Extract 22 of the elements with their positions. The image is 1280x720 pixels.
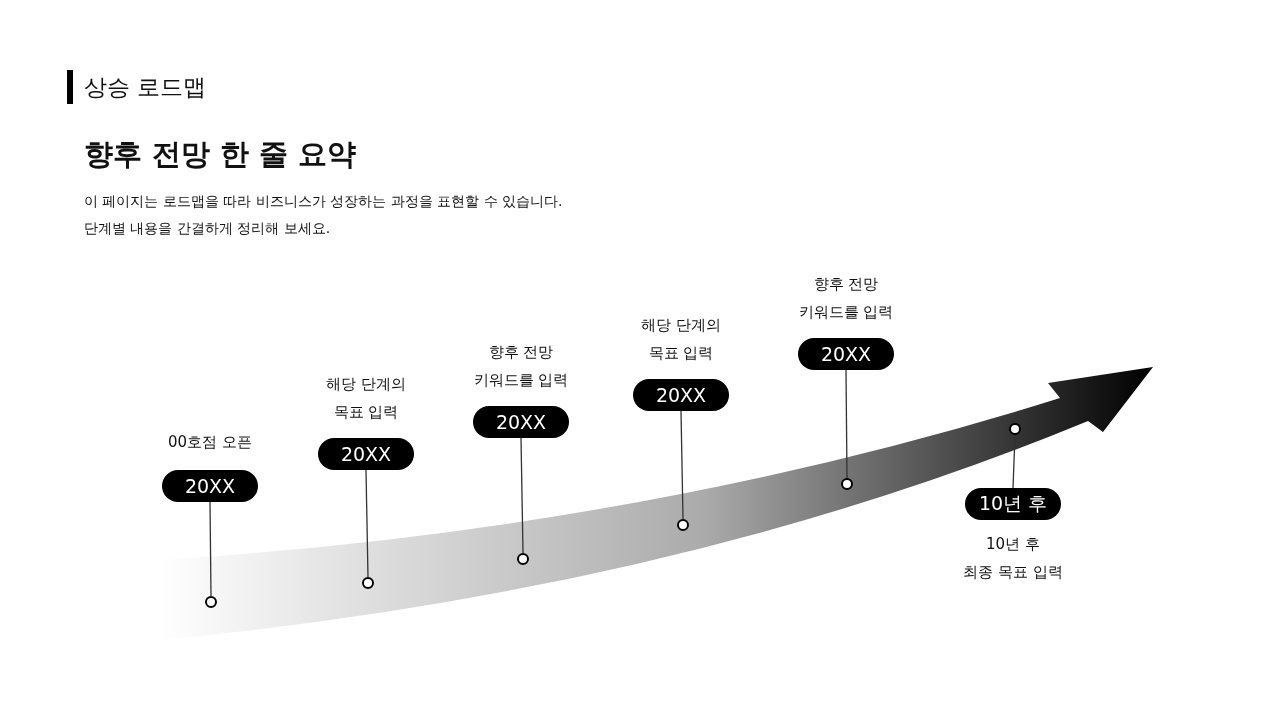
year-pill: 20XX [473,406,569,438]
description-text: 단계별 내용을 간결하게 정리해 보세요. [84,219,331,238]
milestone-note: 최종 목표 입력 [962,562,1064,583]
leader-line [520,437,524,554]
leader-line [365,469,369,578]
milestone-note: 향후 전망 키워드를 입력 [797,274,895,323]
milestone-note: 해당 단계의 목표 입력 [325,374,407,423]
page-title: 향후 전망 한 줄 요약 [84,136,357,173]
section-heading: 상승 로드맵 [84,73,207,102]
milestone-note: 10년 후 [985,534,1041,555]
year-pill: 10년 후 [965,488,1061,520]
description-text: 이 페이지는 로드맵을 따라 비즈니스가 성장하는 과정을 표현할 수 있습니다. [84,192,563,211]
year-pill: 20XX [318,438,414,470]
year-pill: 20XX [162,470,258,502]
milestone-note: 00호점 오픈 [167,432,253,453]
milestone-note: 향후 전망 키워드를 입력 [472,342,570,391]
leader-line [209,501,212,597]
leader-line [680,410,684,520]
milestone-note: 해당 단계의 목표 입력 [640,315,722,364]
leader-line [845,369,848,479]
year-pill: 20XX [633,379,729,411]
year-pill: 20XX [798,338,894,370]
